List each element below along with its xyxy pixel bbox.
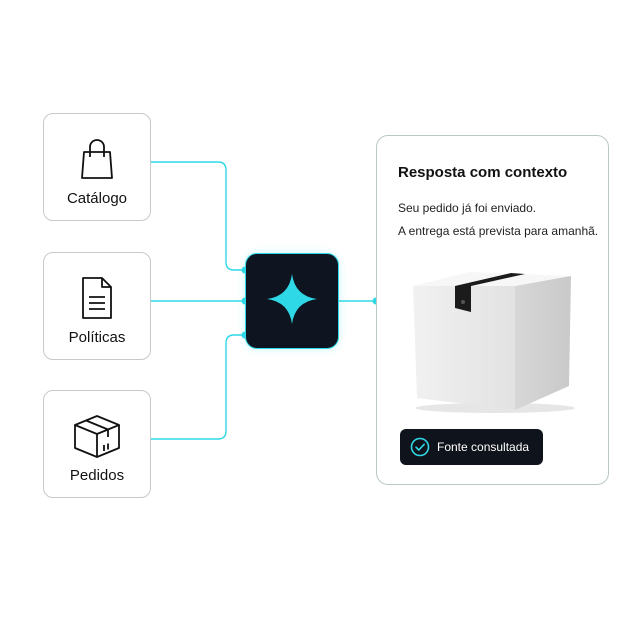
package-image (413, 272, 575, 413)
shopping-bag-icon (44, 136, 150, 182)
document-icon (44, 275, 150, 321)
source-badge: Fonte consultada (400, 429, 543, 465)
source-card-pedidos: Pedidos (43, 390, 151, 498)
check-circle-icon (410, 437, 430, 457)
source-label: Políticas (68, 329, 126, 346)
answer-title: Resposta com contexto (398, 164, 568, 181)
source-badge-label: Fonte consultada (437, 440, 530, 454)
ai-hub-node (245, 253, 339, 349)
connector-catalogo (151, 161, 245, 271)
answer-line: A entrega está prevista para amanhã. (398, 224, 599, 238)
answer-line: Seu pedido já foi enviado. (398, 201, 537, 215)
sparkle-icon (265, 272, 319, 331)
package-icon (44, 413, 150, 459)
answer-card: Resposta com contexto Seu pedido já foi … (376, 135, 609, 485)
source-label: Pedidos (69, 467, 125, 484)
source-label: Catálogo (66, 190, 128, 207)
source-card-catalogo: Catálogo (43, 113, 151, 221)
source-card-politicas: Políticas (43, 252, 151, 360)
connector-pedidos (151, 334, 245, 440)
